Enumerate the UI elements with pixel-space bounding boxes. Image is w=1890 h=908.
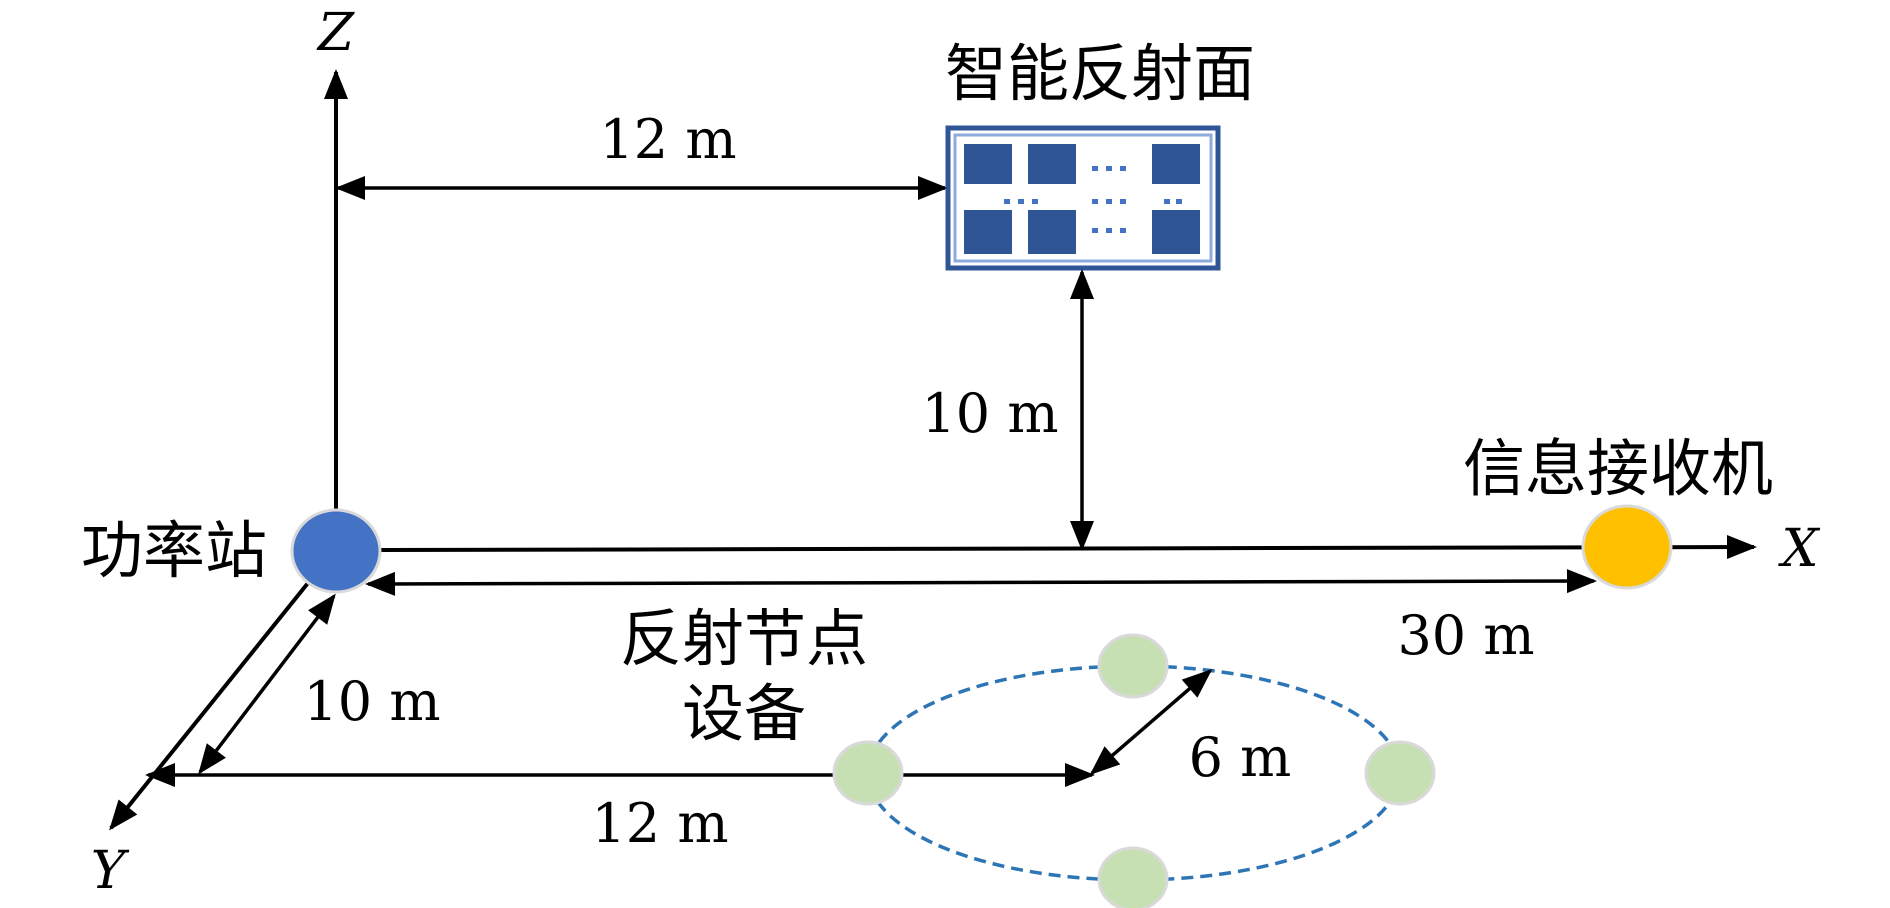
irs-ellipsis-dots xyxy=(1004,166,1182,233)
axis-label-x: X xyxy=(1777,519,1820,579)
dim-arrow-radius xyxy=(1089,669,1213,775)
reflect-node-label-line1: 反射节点 xyxy=(620,602,868,675)
receiver-node xyxy=(1581,504,1673,590)
irs-element xyxy=(1152,144,1200,184)
reflect-node-left xyxy=(832,740,904,806)
irs-element xyxy=(1028,144,1076,184)
receiver-label: 信息接收机 xyxy=(1463,432,1773,505)
dim-label-station-receiver: 30 m xyxy=(1397,604,1534,667)
x-axis xyxy=(379,535,1757,560)
dim-arrow-station-receiver xyxy=(365,569,1597,596)
irs-element xyxy=(1152,210,1200,254)
dim-label-station-irs: 12 m xyxy=(599,108,736,171)
irs-element xyxy=(964,144,1012,184)
reflect-node-bottom xyxy=(1097,846,1169,908)
power-station-node xyxy=(290,508,382,594)
dim-label-y-offset: 10 m xyxy=(303,670,440,733)
reflect-node-right xyxy=(1364,740,1436,806)
y-axis xyxy=(109,576,314,831)
dim-label-radius: 6 m xyxy=(1189,726,1292,789)
axis-label-y: Y xyxy=(91,841,130,901)
irs-element xyxy=(1028,210,1076,254)
reflect-node-label-line2: 设备 xyxy=(682,677,806,750)
axis-label-z: Z xyxy=(316,3,355,63)
power-station-label: 功率站 xyxy=(81,514,267,587)
irs-panel xyxy=(945,125,1221,271)
dim-label-y-to-center: 12 m xyxy=(591,792,728,855)
dim-arrow-y-offset xyxy=(198,593,336,775)
reflect-node-top xyxy=(1097,633,1169,699)
irs-element xyxy=(964,210,1012,254)
dim-label-irs-height: 10 m xyxy=(921,382,1058,445)
irs-label: 智能反射面 xyxy=(945,37,1255,110)
